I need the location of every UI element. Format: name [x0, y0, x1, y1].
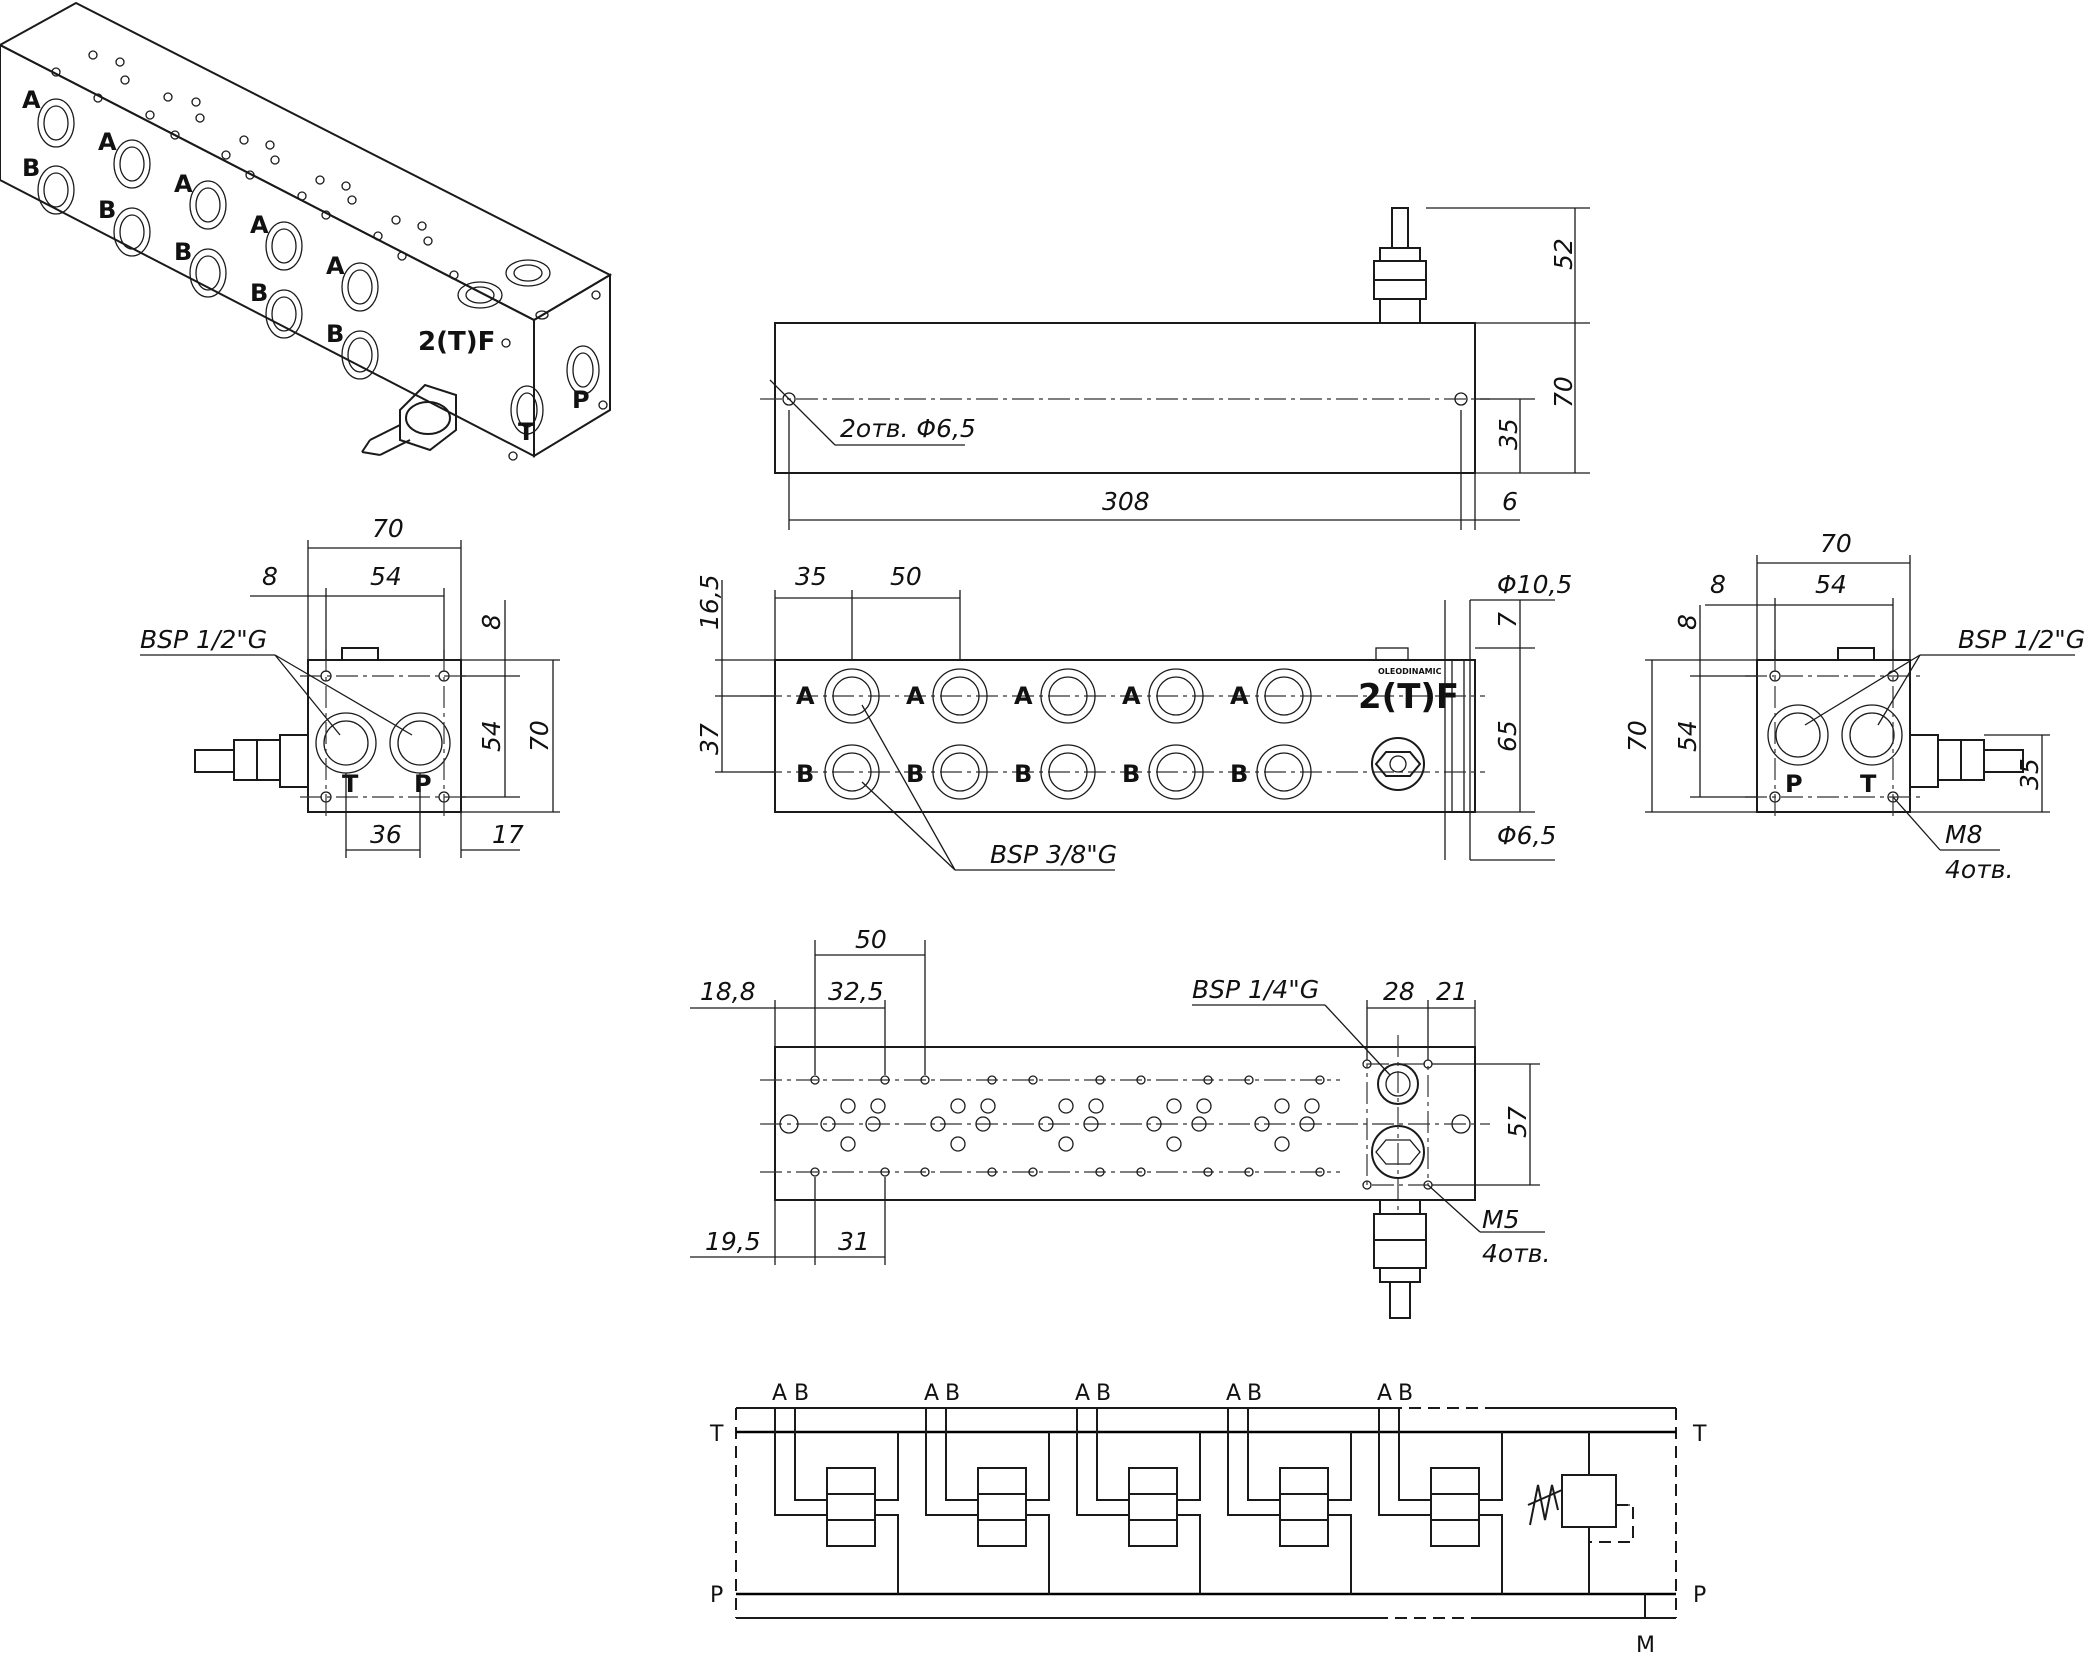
sch-p-right: P — [1693, 1583, 1706, 1608]
port-a1: A — [796, 682, 815, 710]
left-port-p: P — [414, 770, 432, 798]
dim-left-70: 70 — [372, 514, 404, 543]
dim-right-m8: M8 — [1945, 820, 1982, 849]
sch-b1: B — [794, 1381, 809, 1406]
dim-bot-188: 18,8 — [700, 977, 756, 1006]
port-a5: A — [1230, 682, 1249, 710]
right-end-view: P T 70 8 54 BSP 1/2"G 70 8 54 35 M8 4отв… — [1623, 529, 2085, 884]
right-port-t: T — [1860, 770, 1877, 798]
right-port-p: P — [1785, 770, 1803, 798]
iso-label-b4: B — [250, 279, 268, 307]
dim-mid-165: 16,5 — [695, 574, 724, 630]
iso-label-b3: B — [174, 238, 192, 266]
sch-a4: A — [1226, 1381, 1241, 1406]
dim-right-bsp: BSP 1/2"G — [1958, 625, 2085, 654]
sch-a1: A — [772, 1381, 787, 1406]
port-b4: B — [1122, 760, 1140, 788]
dim-bot-21: 21 — [1436, 977, 1468, 1006]
iso-label-b5: B — [326, 320, 344, 348]
dim-front-35: 35 — [1494, 418, 1523, 450]
dim-mid-65: 65 — [1493, 720, 1522, 752]
iso-label-t: T — [518, 418, 535, 446]
dim-front-holes: 2отв. Φ6,5 — [840, 414, 976, 443]
dim-right-35: 35 — [2015, 758, 2044, 790]
port-a4: A — [1122, 682, 1141, 710]
port-b2: B — [906, 760, 924, 788]
sch-b4: B — [1247, 1381, 1262, 1406]
dim-right-v70: 70 — [1623, 720, 1652, 752]
iso-label-a4: A — [250, 211, 269, 239]
iso-label-a2: A — [98, 128, 117, 156]
dim-mid-bsp38: BSP 3/8"G — [990, 840, 1117, 869]
dim-mid-d65: Φ6,5 — [1497, 821, 1556, 850]
logo-mark: 2(T)F — [1358, 677, 1459, 717]
dim-right-8: 8 — [1710, 570, 1726, 599]
dim-right-v8: 8 — [1673, 614, 1702, 630]
left-port-t: T — [342, 770, 359, 798]
hydraulic-schematic: A B A B A B A B A B T T P P M — [709, 1381, 1707, 1658]
port-b3: B — [1014, 760, 1032, 788]
iso-label-b2: B — [98, 196, 116, 224]
dim-left-17: 17 — [492, 820, 524, 849]
mounting-face-view: 50 18,8 32,5 19,5 31 BSP 1/4"G 28 21 57 … — [690, 925, 1550, 1319]
dim-mid-50: 50 — [890, 562, 922, 591]
iso-logo: 2(T)F — [418, 327, 495, 357]
iso-label-a1: A — [22, 86, 41, 114]
dim-right-70: 70 — [1820, 529, 1852, 558]
left-end-view: T P 70 8 54 BSP 1/2"G 8 54 70 36 17 — [140, 514, 560, 858]
sch-m: M — [1636, 1633, 1655, 1658]
port-a3: A — [1014, 682, 1033, 710]
dim-front-52: 52 — [1549, 238, 1578, 270]
port-b1: B — [796, 760, 814, 788]
dim-left-54: 54 — [370, 562, 402, 591]
dim-right-m8-count: 4отв. — [1945, 855, 2013, 884]
port-face-view: A B A B A B A B A B 2(T)F OLEODINAMIC BS… — [695, 562, 1572, 871]
dim-bot-bsp14: BSP 1/4"G — [1192, 975, 1319, 1004]
iso-label-a3: A — [174, 170, 193, 198]
dim-bot-195: 19,5 — [705, 1227, 761, 1256]
isometric-view: A B A B A B A B A B T P 2(T)F — [0, 1, 613, 461]
dim-bot-m5: M5 — [1482, 1205, 1519, 1234]
dim-bot-31: 31 — [838, 1227, 870, 1256]
dim-right-54: 54 — [1815, 570, 1847, 599]
dim-mid-7: 7 — [1493, 612, 1522, 628]
port-a2: A — [906, 682, 925, 710]
dim-bot-m5-count: 4отв. — [1482, 1239, 1550, 1268]
dim-right-v54: 54 — [1673, 720, 1702, 752]
sch-t-left: T — [709, 1422, 724, 1447]
dim-bot-50: 50 — [855, 925, 887, 954]
iso-label-a5: A — [326, 252, 345, 280]
dim-front-70: 70 — [1549, 376, 1578, 408]
dim-left-8: 8 — [262, 562, 278, 591]
front-view: 308 6 2отв. Φ6,5 52 70 35 — [760, 207, 1590, 530]
dim-mid-37: 37 — [695, 723, 724, 755]
sch-a2: A — [924, 1381, 939, 1406]
dim-bot-57: 57 — [1503, 1106, 1532, 1138]
dim-mid-35: 35 — [795, 562, 827, 591]
dim-left-v8: 8 — [477, 614, 506, 630]
iso-label-b1: B — [22, 154, 40, 182]
dim-left-bsp: BSP 1/2"G — [140, 625, 267, 654]
dim-front-308: 308 — [1102, 487, 1150, 516]
dim-left-36: 36 — [370, 820, 402, 849]
dim-mid-d105: Φ10,5 — [1497, 570, 1572, 599]
dim-bot-325: 32,5 — [828, 977, 884, 1006]
port-b5: B — [1230, 760, 1248, 788]
sch-a3: A — [1075, 1381, 1090, 1406]
sch-t-right: T — [1692, 1422, 1707, 1447]
logo-brand: OLEODINAMIC — [1378, 667, 1442, 676]
dim-left-v70: 70 — [525, 720, 554, 752]
dim-bot-28: 28 — [1383, 977, 1415, 1006]
sch-a5: A — [1377, 1381, 1392, 1406]
sch-b3: B — [1096, 1381, 1111, 1406]
sch-p-left: P — [710, 1583, 723, 1608]
sch-b2: B — [945, 1381, 960, 1406]
iso-label-p: P — [572, 386, 590, 414]
sch-b5: B — [1398, 1381, 1413, 1406]
dim-front-6: 6 — [1502, 487, 1518, 516]
dim-left-v54: 54 — [477, 720, 506, 752]
